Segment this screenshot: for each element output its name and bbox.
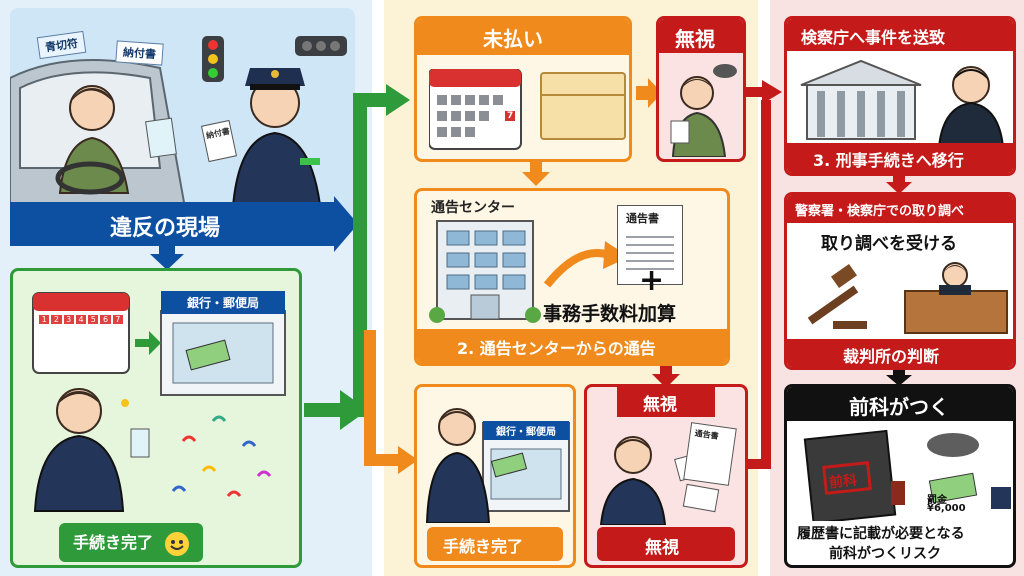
record-panel: 前科がつく 前科 罰金 ¥6,000 履歴書に記載が必要となる 前科がつくリスク bbox=[784, 384, 1016, 568]
unpaid-panel: 未払い 7 bbox=[414, 16, 632, 162]
notice-center-building-label: 通告センター bbox=[431, 200, 515, 216]
ignore-top-header bbox=[659, 19, 743, 53]
notice-document-label: 通告書 bbox=[626, 212, 659, 225]
scene-title: 違反の現場 bbox=[110, 216, 221, 241]
unpaid-to-ignore-arrow bbox=[636, 78, 662, 108]
notice-center-building-icon bbox=[429, 220, 629, 323]
paid-after-complete: 手続き完了 bbox=[443, 537, 524, 556]
paid-after-notice-panel: 銀行・郵便局 手続き完了 bbox=[414, 384, 576, 568]
document-lines bbox=[626, 230, 674, 270]
notice-center-panel: 通告センター 通告書 + 事務手数料加算 2. 通告センターからの通告 bbox=[414, 188, 730, 366]
ignore-top-panel: 無視 bbox=[656, 16, 746, 162]
calendar-day: 5 bbox=[88, 315, 99, 324]
investigation-down-arrow bbox=[886, 370, 912, 386]
unpaid-down-arrow bbox=[522, 162, 550, 186]
record-header: 前科がつく bbox=[849, 395, 949, 419]
record-risk-line1: 履歴書に記載が必要となる bbox=[797, 526, 965, 542]
red-connector-arrow bbox=[744, 80, 782, 469]
scene-arrow-down bbox=[150, 244, 184, 270]
prosecutor-header-band bbox=[787, 19, 1013, 51]
calendar-day: 4 bbox=[75, 315, 87, 324]
investigation-header-band bbox=[787, 195, 1013, 223]
calendar-day: 7 bbox=[112, 315, 123, 324]
ignore-bottom-header bbox=[617, 387, 715, 417]
notice-footer-band bbox=[417, 329, 727, 363]
unpaid-header bbox=[417, 19, 629, 55]
paid-path-panel: 1 2 3 4 5 6 7 銀行・郵便局 手続き完了 bbox=[10, 268, 302, 568]
record-risk-line2: 前科がつくリスク bbox=[829, 546, 941, 562]
orange-connector-arrow bbox=[364, 330, 418, 474]
ignore-bottom-header-label: 無視 bbox=[643, 395, 677, 415]
fine-amount: ¥6,000 bbox=[927, 503, 966, 514]
notice-footer: 2. 通告センターからの通告 bbox=[457, 339, 656, 358]
fine-label: 罰金 bbox=[927, 495, 947, 506]
paid-complete-text: 手続き完了 bbox=[73, 533, 154, 552]
ignore-bottom-footer: 無視 bbox=[645, 538, 679, 558]
smile-icon bbox=[164, 531, 189, 556]
prosecutor-panel: 検察庁へ事件を送致 3. 刑事手続きへ移行 bbox=[784, 16, 1016, 176]
prosecutor-footer: 3. 刑事手続きへ移行 bbox=[813, 151, 964, 170]
notice-sign: 納付書 bbox=[115, 40, 164, 66]
paid-calendar-grid: 1 2 3 4 5 6 7 bbox=[39, 315, 123, 324]
prosecutor-footer-band bbox=[787, 143, 1013, 173]
notice-down-arrow bbox=[652, 366, 680, 388]
ignore-notice-document: 通告書 bbox=[683, 422, 737, 486]
investigation-header: 警察署・検察庁での取り調べ bbox=[795, 204, 965, 219]
investigation-panel: 警察署・検察庁での取り調べ 取り調べを受ける 裁判所の判断 bbox=[784, 192, 1016, 370]
unpaid-title: 未払い bbox=[483, 27, 543, 51]
courtroom-illustration bbox=[807, 262, 1008, 334]
ignore-bottom-panel: 無視 通告書 無視 bbox=[584, 384, 748, 568]
worried-person-icon bbox=[670, 64, 737, 157]
scene-arrow-right bbox=[300, 196, 358, 252]
investigation-footer: 裁判所の判断 bbox=[843, 347, 940, 366]
notice-plus: + bbox=[639, 263, 665, 298]
prosecutor-building-icon bbox=[800, 59, 1004, 145]
notice-fee-text: 事務手数料加算 bbox=[543, 303, 677, 325]
violation-scene-panel: 青切符 納付書 納付書 bbox=[10, 8, 355, 230]
ignore-bottom-footer-band bbox=[597, 527, 735, 561]
unpaid-calendar-mark: 7 bbox=[505, 111, 516, 121]
unpaid-illustration bbox=[429, 69, 626, 150]
paid-after-complete-band bbox=[427, 527, 563, 561]
ignore-notice-label: 通告書 bbox=[694, 428, 720, 441]
scene-illustration bbox=[10, 36, 347, 224]
notice-document: 通告書 bbox=[617, 205, 683, 285]
paid-after-bank-sign: 銀行・郵便局 bbox=[483, 421, 569, 440]
ignore-top-label: 無視 bbox=[675, 27, 715, 51]
prosecutor-header: 検察庁へ事件を送致 bbox=[801, 28, 946, 47]
paid-complete-label: 手続き完了 bbox=[59, 523, 203, 562]
investigation-title: 取り調べを受ける bbox=[821, 234, 957, 254]
calendar-day: 6 bbox=[100, 315, 111, 324]
calendar-day: 2 bbox=[51, 315, 62, 324]
bank-sign: 銀行・郵便局 bbox=[161, 291, 285, 314]
calendar-day: 3 bbox=[63, 315, 74, 324]
calendar-day: 1 bbox=[39, 315, 50, 324]
paying-person-illustration bbox=[425, 408, 570, 523]
record-stamp: 前科 bbox=[828, 472, 858, 492]
paid-path-illustration bbox=[32, 292, 286, 512]
record-header-band bbox=[787, 387, 1013, 421]
green-connector-arrows bbox=[304, 84, 410, 430]
scene-title-band bbox=[10, 202, 310, 246]
investigation-footer-band bbox=[787, 339, 1013, 367]
criminal-record-illustration bbox=[803, 429, 1011, 521]
prosecutor-down-arrow bbox=[886, 176, 912, 194]
